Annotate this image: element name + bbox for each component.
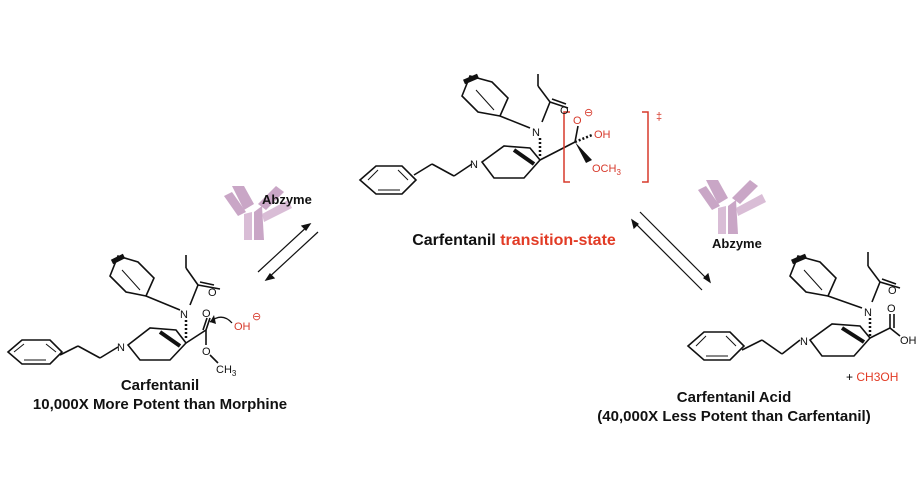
ts-hydroxyl: OH [594,129,611,141]
ts-methoxy: OCH3 [592,163,621,177]
carfentanil-acid-structure [686,252,901,361]
left-amide-nitrogen: N [180,309,188,321]
hydroxide-nucleophile: OH [234,321,251,333]
carfentanil-caption: Carfentanil 10,000X More Potent than Mor… [10,376,310,414]
carfentanil-name: Carfentanil [120,377,200,394]
acid-hydroxyl: OH [900,335,917,347]
carfentanil-potency: 10,000X More Potent than Morphine [32,396,288,413]
ts-amide-oxygen: O [560,105,569,117]
equilibrium-arrow-right [631,211,711,291]
ts-oxyanion-charge: ⊖ [584,107,593,119]
acid-amide-oxygen: O [888,285,897,297]
left-methyl: CH3 [216,364,237,378]
methanol-formula: CH3OH [856,370,899,384]
ts-amide-nitrogen: N [532,127,540,139]
left-ring-nitrogen: N [117,342,125,354]
methanol-byproduct: + CH3OH [846,370,898,384]
abzyme-label-right: Abzyme [712,236,762,251]
ts-oxyanion: O [573,115,582,127]
transition-state-caption: Carfentanil transition-state [384,231,644,250]
carfentanil-structure [6,253,233,365]
equilibrium-arrow-left [257,223,319,281]
transition-state-dagger: ‡ [656,111,662,123]
antibody-icon-left [224,186,292,240]
byproduct-plus: + [846,370,854,384]
abzyme-label-left: Abzyme [262,192,312,207]
antibody-icon-right [698,180,766,234]
acid-amide-nitrogen: N [864,307,872,319]
ts-ring-nitrogen: N [470,159,478,171]
ts-caption-highlight: transition-state [500,232,616,249]
acid-name: Carfentanil Acid [676,389,792,406]
transition-state-structure [358,73,649,195]
carfentanil-acid-caption: Carfentanil Acid (40,000X Less Potent th… [574,388,894,426]
acid-potency: (40,000X Less Potent than Carfentanil) [597,408,871,425]
acid-carbonyl-oxygen: O [887,303,896,315]
left-ester-oxygen: O [202,346,211,358]
ts-caption-prefix: Carfentanil [412,232,501,249]
left-amide-oxygen: O [208,287,217,299]
left-carbonyl-oxygen: O [202,308,211,320]
acid-ring-nitrogen: N [800,336,808,348]
hydroxide-charge: ⊖ [252,311,261,323]
